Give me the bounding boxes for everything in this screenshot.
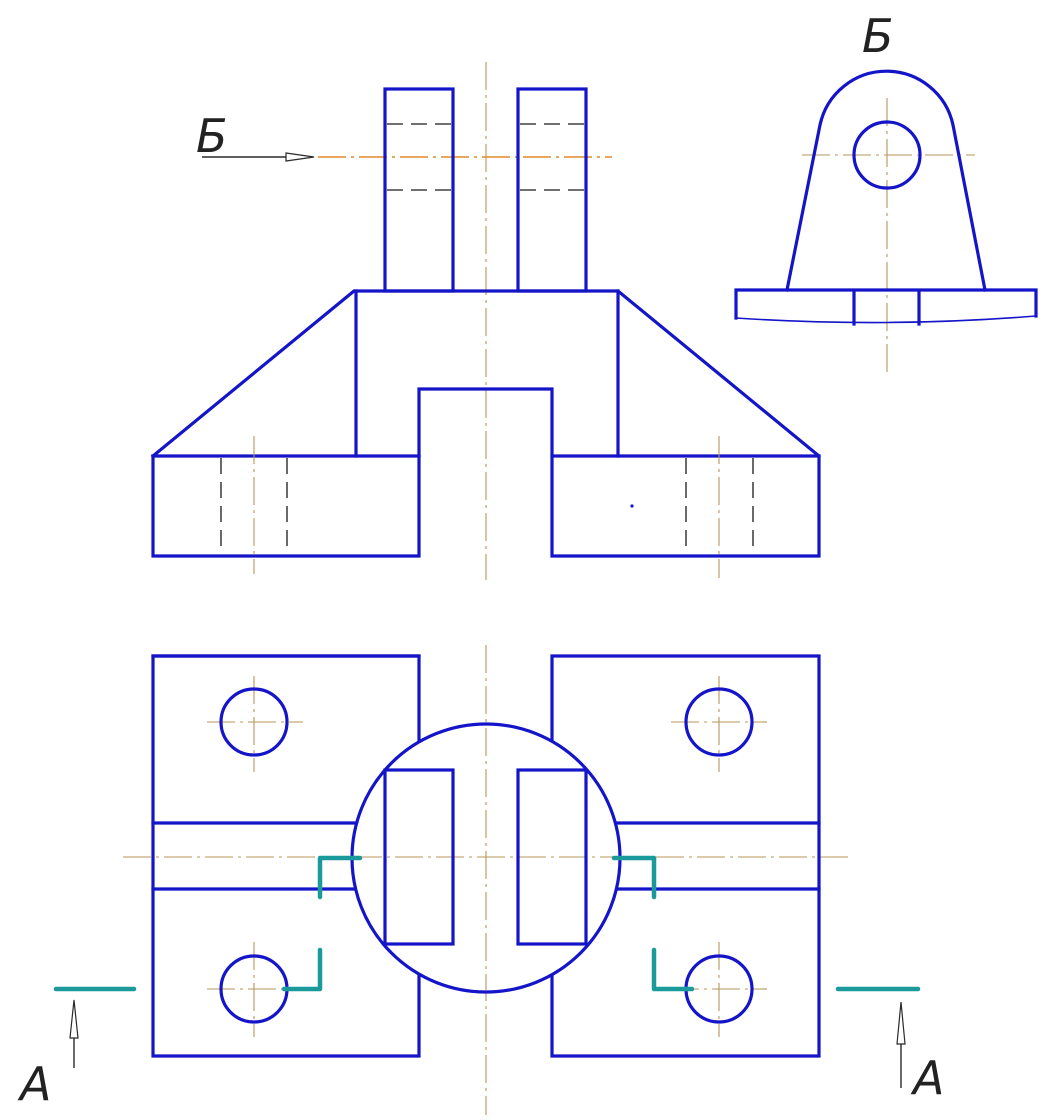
hole-top-left (219, 687, 289, 757)
side-view-lug-outline (785, 69, 987, 292)
top-left-lug (383, 768, 455, 946)
section-line-left (281, 947, 323, 992)
view-b-arrow-head (285, 152, 315, 162)
view-b-arrow-label: Б (196, 109, 228, 163)
section-label-left: А (17, 1057, 51, 1111)
stray-dot (630, 504, 634, 508)
front-view: Б (150, 62, 821, 580)
top-right-lug (516, 768, 588, 946)
section-line-right (651, 947, 695, 992)
section-label-right: А (910, 1051, 944, 1105)
side-view-base-plate (734, 288, 1038, 320)
section-line-right-step (611, 855, 657, 900)
side-view-break-line (735, 315, 1037, 324)
section-arrow-left-head (69, 999, 79, 1039)
section-arrow-right-head (896, 1001, 906, 1045)
view-b-title: Б (862, 9, 894, 63)
side-view-b: Б (734, 9, 1038, 375)
body-outline (150, 289, 821, 558)
hole-top-right (684, 687, 754, 757)
side-view-lug-hole (852, 120, 922, 190)
top-view: А А (17, 645, 944, 1115)
section-line-left-step (317, 855, 363, 900)
